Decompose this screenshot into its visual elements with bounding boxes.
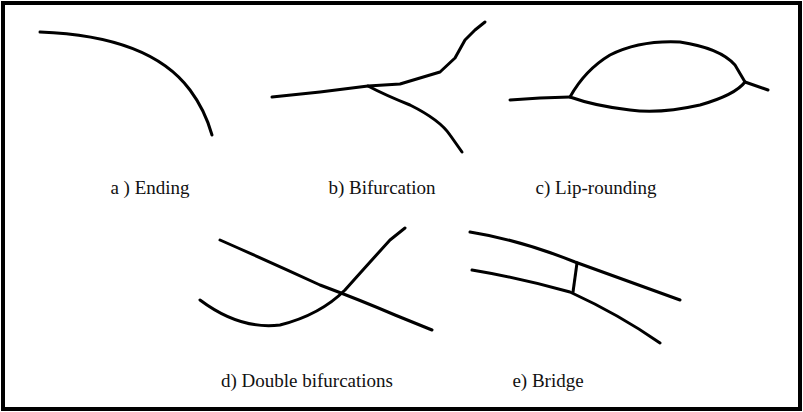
ridge-crossing-a — [220, 240, 432, 330]
ridge-lower — [472, 270, 660, 343]
ridge-bridge — [573, 263, 577, 292]
frame-border — [3, 3, 800, 409]
minutia-caption: b) Bifurcation — [328, 177, 435, 200]
ridge-ending — [40, 32, 212, 135]
ridge-main — [272, 22, 485, 97]
minutia-caption: d) Double bifurcations — [221, 370, 393, 393]
minutia-caption: c) Lip-rounding — [536, 177, 657, 200]
ridge-loop — [570, 42, 745, 111]
ridge-upper — [470, 232, 680, 300]
minutia-caption: a ) Ending — [110, 177, 189, 200]
ridge-tail-left — [510, 97, 570, 100]
minutia-caption: e) Bridge — [512, 370, 583, 393]
ridge-tail-right — [745, 82, 768, 90]
ridge-crossing-b — [200, 228, 405, 326]
ridge-branch — [368, 86, 462, 152]
